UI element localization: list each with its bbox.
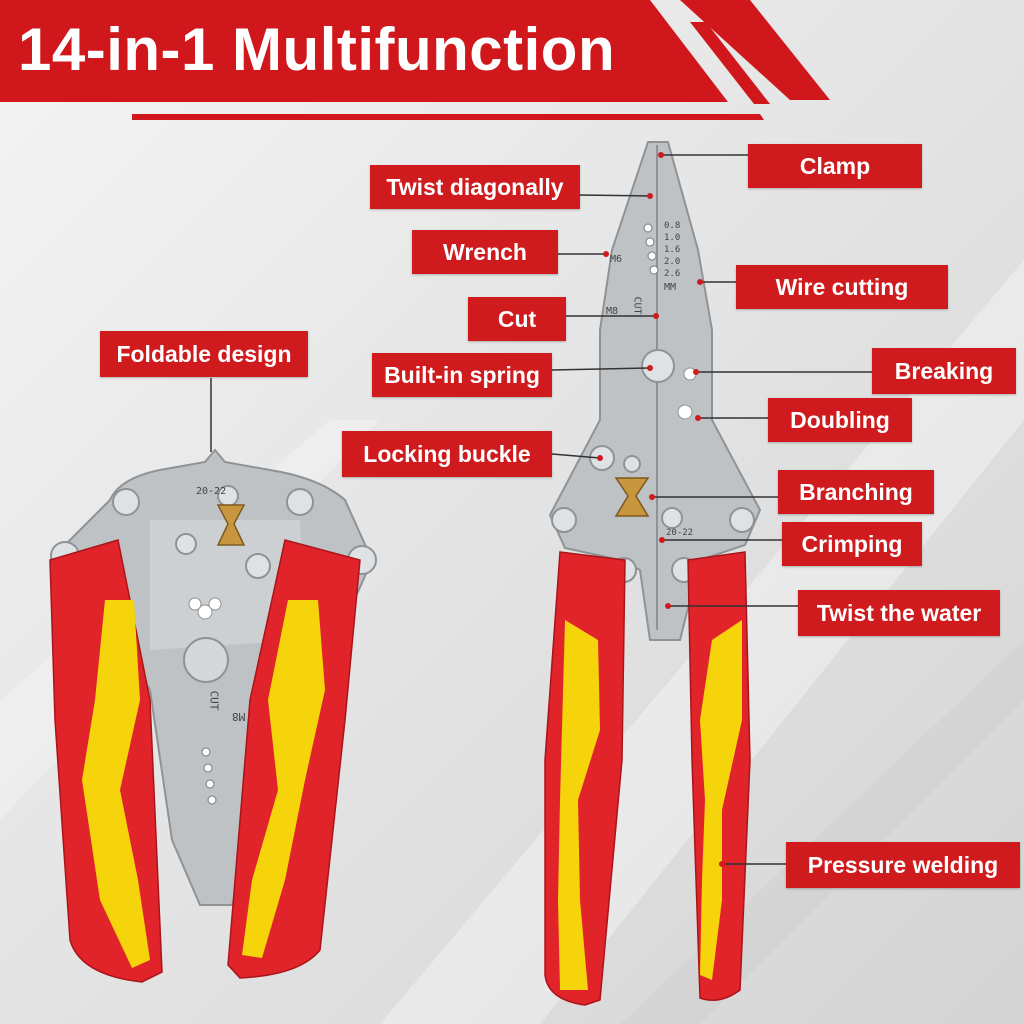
label-doubling: Doubling <box>768 398 912 442</box>
right-blade-mark-m6: M6 <box>610 254 623 265</box>
label-wire-cutting: Wire cutting <box>736 265 948 309</box>
gauge-size-1: 1.0 <box>664 233 681 243</box>
label-breaking: Breaking <box>872 348 1016 394</box>
label-locking-buckle: Locking buckle <box>342 431 552 477</box>
right-blade-mark-gauge: 20-22 <box>666 528 694 538</box>
left-blade-mark-gauge: 20-22 <box>196 486 227 497</box>
label-foldable-design: Foldable design <box>100 331 308 377</box>
gauge-size-0: 0.8 <box>664 221 681 231</box>
label-branching: Branching <box>778 470 934 514</box>
label-twist-the-water: Twist the water <box>798 590 1000 636</box>
label-wrench: Wrench <box>412 230 558 274</box>
header-banner <box>0 0 830 120</box>
label-cut: Cut <box>468 297 566 341</box>
label-built-in-spring: Built-in spring <box>372 353 552 397</box>
gauge-size-scale: 0.8 1.0 1.6 2.0 2.6 <box>664 220 680 280</box>
label-clamp: Clamp <box>748 144 922 188</box>
label-twist-diagonally: Twist diagonally <box>370 165 580 209</box>
label-pressure-welding: Pressure welding <box>786 842 1020 888</box>
gauge-size-2: 1.6 <box>664 245 681 255</box>
right-blade-mark-cut: CUT <box>631 296 643 315</box>
label-crimping: Crimping <box>782 522 922 566</box>
gauge-size-4: 2.6 <box>664 269 681 279</box>
right-blade-mark-mm: MM <box>664 282 677 293</box>
page-title: 14-in-1 Multifunction <box>18 16 616 83</box>
gauge-size-3: 2.0 <box>664 257 681 267</box>
right-blade-mark-m8: M8 <box>606 306 619 317</box>
